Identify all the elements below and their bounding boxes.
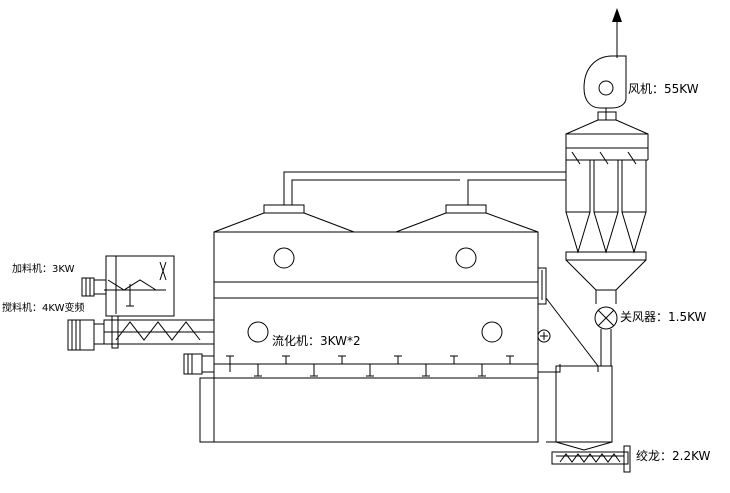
fluidizing-nozzles: [226, 355, 514, 377]
discharge-chute: [538, 297, 613, 451]
fluid-bed-dryer: [199, 204, 551, 443]
discharge-screw-conveyor: [551, 445, 631, 473]
cyclone-separators: [565, 151, 647, 254]
exhaust-duct: [283, 171, 566, 205]
feed-screw-conveyor: [103, 315, 215, 349]
rotary-valve: [594, 306, 618, 366]
fluidizer-label: 流化机：3KW*2: [272, 334, 361, 348]
stirrer-motor: [67, 319, 105, 351]
stirrer-label: 搅料机：4KW变频: [2, 303, 85, 314]
collection-hopper: [565, 251, 647, 304]
exhaust-arrow: [612, 8, 622, 58]
feeder-hopper: [104, 255, 175, 317]
rotary-valve-label: 关风器：1.5KW: [620, 310, 707, 324]
feeder-motor: [81, 277, 107, 297]
fan-label: 风机：55KW: [628, 82, 699, 96]
fan-unit: [583, 55, 627, 120]
cyclone-header: [565, 111, 649, 161]
fluidizer-drive: [183, 353, 215, 375]
screw-conveyor-label: 绞龙：2.2KW: [636, 449, 711, 463]
feeder-label: 加料机：3KW: [12, 264, 75, 275]
